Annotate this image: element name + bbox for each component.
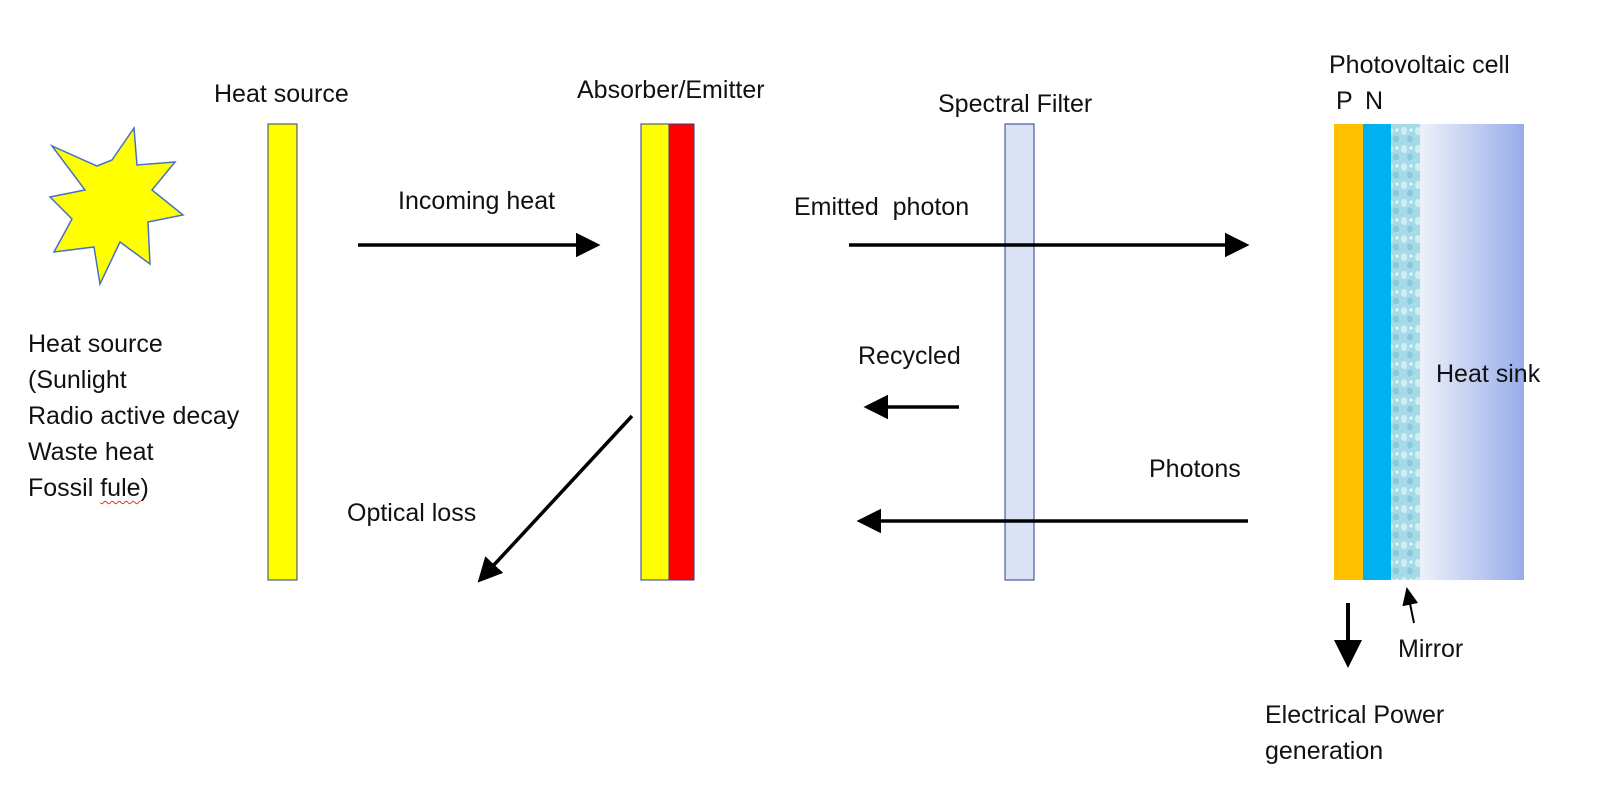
heat-sink-label: Heat sink: [1436, 360, 1541, 388]
spectral-filter-label: Spectral Filter: [938, 90, 1093, 118]
recycled-label: Recycled: [858, 342, 961, 370]
electrical-power-label: Electrical Power generation: [1265, 697, 1444, 769]
emitted-photon-label: Emitted photon: [794, 193, 970, 221]
misspelled-word: fule: [100, 474, 141, 502]
electrical-power-line1: Electrical Power: [1265, 701, 1445, 729]
heat-source-list: Heat source (Sunlight Radio active decay…: [28, 326, 239, 506]
mirror-label: Mirror: [1398, 635, 1464, 663]
electrical-power-line2: generation: [1265, 737, 1384, 765]
heat-source-list-line1: Heat source: [28, 330, 163, 358]
absorber-layer: [640, 123, 670, 581]
heat-source-list-line4: Waste heat: [28, 438, 154, 466]
p-layer-label: P: [1336, 87, 1353, 115]
n-layer: [1363, 124, 1391, 580]
closing-paren: ): [140, 474, 149, 502]
heat-source-list-line2: (Sunlight: [28, 366, 127, 394]
photovoltaic-cell-label: Photovoltaic cell: [1329, 51, 1510, 79]
p-layer: [1334, 124, 1363, 580]
sun-burst-icon: [48, 125, 185, 287]
mirror-pointer-arrow: [1402, 587, 1419, 624]
incoming-heat-label: Incoming heat: [398, 187, 556, 215]
fossil-word: Fossil: [28, 474, 101, 502]
optical-loss-arrow: [477, 414, 634, 583]
heat-source-list-line5: Fossil fule): [28, 470, 239, 506]
spectral-filter-bar: [1004, 123, 1035, 581]
heat-source-title: Heat source: [214, 80, 349, 108]
optical-loss-label: Optical loss: [347, 499, 477, 527]
mirror-layer: [1391, 124, 1420, 580]
photons-label: Photons: [1149, 455, 1241, 483]
heat-source-bar: [267, 123, 298, 581]
absorber-emitter-label: Absorber/Emitter: [577, 76, 765, 104]
heat-sink-block: [1420, 124, 1524, 580]
n-layer-label: N: [1365, 87, 1384, 115]
emitter-layer: [668, 123, 695, 581]
heat-source-list-line3: Radio active decay: [28, 402, 240, 430]
